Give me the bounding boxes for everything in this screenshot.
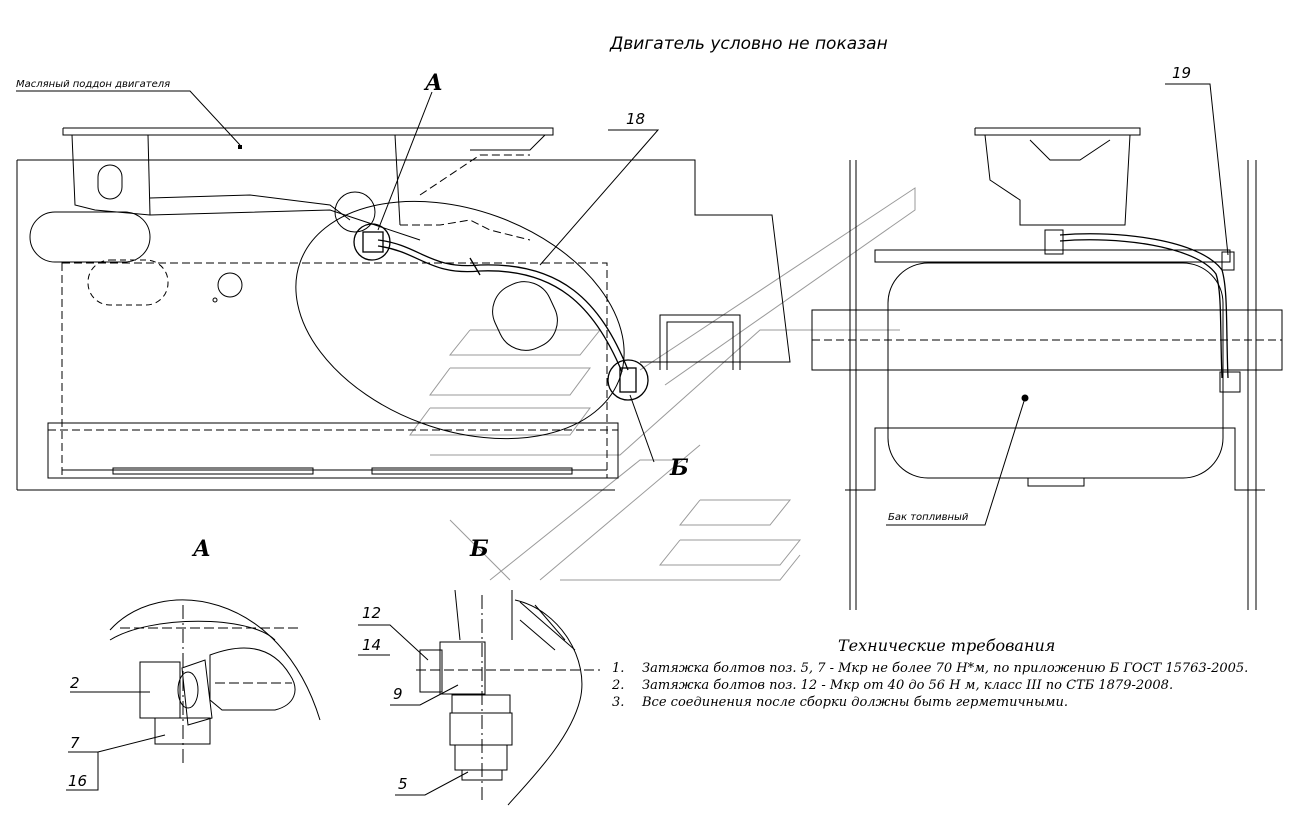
oil-pan-callout: Масляный поддон двигателя xyxy=(16,79,171,90)
view-letter-b-main: Б xyxy=(670,455,689,481)
position-label-19: 19 xyxy=(1172,64,1192,82)
detail-view-b xyxy=(358,589,600,806)
requirement-text: Затяжка болтов поз. 12 - Мкр от 40 до 56… xyxy=(642,678,1174,693)
position-label-5: 5 xyxy=(398,775,408,793)
frame-left-view xyxy=(16,127,791,491)
requirements-title: Технические требования xyxy=(838,636,1056,655)
fuel-tank-right-view xyxy=(811,127,1283,610)
fuel-tank-callout: Бак топливный xyxy=(888,512,969,523)
watermark-logo xyxy=(409,187,916,581)
header-note: Двигатель условно не показан xyxy=(610,34,888,54)
view-letter-a-detail: А xyxy=(193,536,211,562)
position-label-2: 2 xyxy=(70,674,80,692)
position-label-14: 14 xyxy=(362,636,382,654)
detail-view-a xyxy=(66,599,321,791)
fuel-hose-left xyxy=(353,223,649,401)
position-label-9: 9 xyxy=(393,685,403,703)
requirement-item: 1. Затяжка болтов поз. 5, 7 - Мкр не боле… xyxy=(612,660,1248,677)
position-label-7: 7 xyxy=(70,734,80,752)
requirement-item: 2. Затяжка болтов поз. 12 - Мкр от 40 до … xyxy=(612,677,1248,694)
position-label-18: 18 xyxy=(626,110,646,128)
requirement-item: 3. Все соединения после сборки должны быт… xyxy=(612,694,1248,711)
position-label-16: 16 xyxy=(68,772,88,790)
requirement-number: 2. xyxy=(612,678,625,693)
requirement-text: Затяжка болтов поз. 5, 7 - Мкр не более … xyxy=(642,661,1249,676)
requirement-number: 1. xyxy=(612,661,625,676)
position-label-12: 12 xyxy=(362,604,382,622)
requirement-text: Все соединения после сборки должны быть … xyxy=(642,695,1068,710)
view-letter-b-detail: Б xyxy=(470,536,489,562)
view-letter-a-main: А xyxy=(425,70,443,96)
requirement-number: 3. xyxy=(612,695,625,710)
requirements-list: 1. Затяжка болтов поз. 5, 7 - Мкр не боле… xyxy=(612,660,1248,711)
leader-lines xyxy=(16,83,1229,526)
